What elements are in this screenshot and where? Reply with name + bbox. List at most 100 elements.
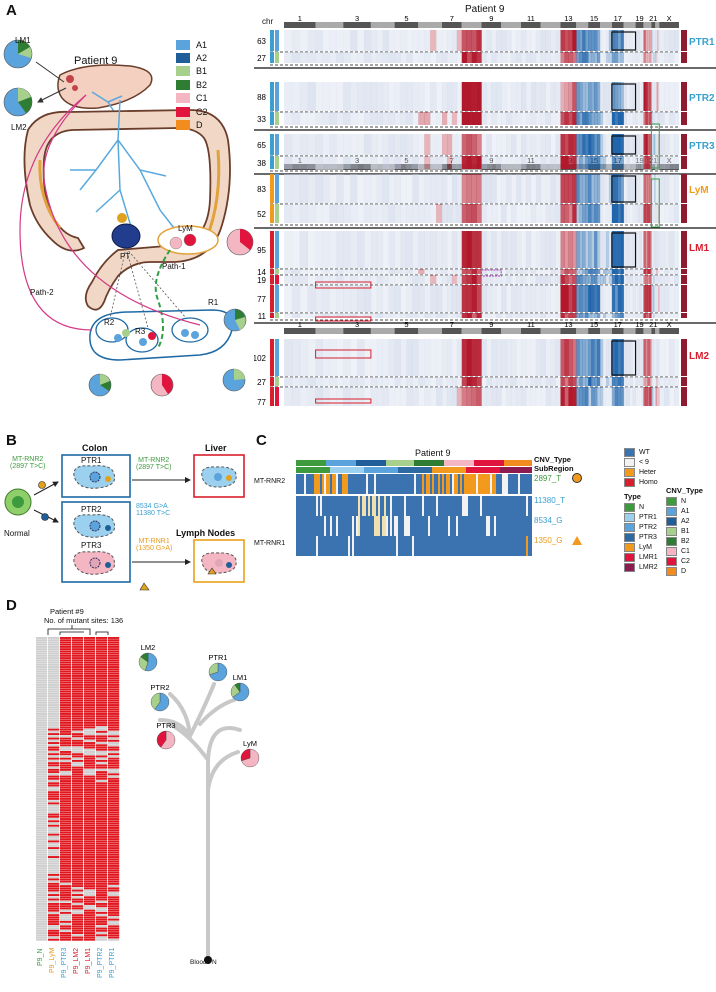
chromosome-tick-label: X: [667, 14, 672, 23]
chromosome-tick-label: 15: [590, 320, 598, 329]
chromosome-band: [623, 22, 636, 28]
right-bar: [681, 204, 687, 223]
legend-item: Homo: [624, 478, 658, 487]
tree-node-label: LyM: [243, 739, 257, 748]
subclone-bar: [275, 82, 279, 111]
cluster-count: 27: [257, 378, 266, 387]
block-name: LM1: [689, 243, 709, 254]
chromosome-band: [643, 328, 652, 334]
chromosome-band: [560, 22, 577, 28]
chromosome-tick-label: 21: [649, 320, 657, 329]
pie-r3: [150, 373, 174, 397]
chromosome-tick-label: 11: [527, 156, 535, 165]
chromosome-tick-label: 7: [450, 320, 454, 329]
chromosome-tick-label: 15: [590, 14, 598, 23]
legend-item: C2: [666, 557, 690, 566]
pie-slice: [240, 748, 251, 762]
panel-letter-b: B: [6, 432, 17, 449]
organ-liver: Liver: [205, 443, 227, 453]
legend-label: LMR2: [639, 564, 658, 571]
cluster-count: 95: [257, 246, 266, 255]
chromosome-band: [643, 22, 652, 28]
colon-shape: [23, 109, 231, 311]
panel-letter-a: A: [6, 2, 17, 19]
chromosome-tick-label: 17: [614, 320, 622, 329]
right-bar: [681, 285, 687, 312]
legend-item: WT: [624, 448, 650, 457]
legend-item: A1: [666, 507, 690, 516]
chromosome-band: [284, 164, 316, 170]
legend-swatch: [666, 537, 677, 546]
chromosome-band: [394, 328, 419, 334]
legend-label: B2: [681, 538, 690, 545]
chromosome-band: [576, 328, 589, 334]
legend-label: Homo: [639, 479, 658, 486]
chromosome-band: [370, 328, 395, 334]
d-subtitle: No. of mutant sites: 136: [44, 616, 124, 625]
mut-heatmap-title: Patient 9: [415, 448, 451, 458]
block-name: LM2: [689, 351, 709, 362]
chromosome-band: [655, 22, 660, 28]
pie-slice: [208, 662, 219, 676]
chromosome-band: [370, 22, 395, 28]
cluster-count: 14: [257, 268, 266, 277]
tree-node-label: PTR3: [156, 721, 175, 730]
legend-item: A2: [666, 517, 690, 526]
subclone-bar: [275, 339, 279, 376]
mutation-rnr2-right: MT-RNR2(2897 T>C): [136, 457, 172, 471]
chromosome-band: [576, 22, 589, 28]
right-bar: [681, 387, 687, 406]
legend-item: PTR1: [624, 513, 657, 522]
chromosome-band: [481, 22, 502, 28]
pie-slice: [150, 692, 161, 710]
legend-item: B1: [666, 527, 690, 536]
tree-node-label: PTR1: [208, 653, 227, 662]
subclone-bar: [275, 52, 279, 63]
legend-label: B2: [196, 79, 208, 90]
legend-swatch: [176, 39, 190, 50]
pie-lm1: [3, 39, 33, 69]
legend-label: C2: [681, 558, 690, 565]
pie-r1b: [222, 368, 246, 392]
chromosome-band: [521, 22, 541, 28]
chromosome-band: [394, 164, 419, 170]
heatmap-title: Patient 9: [465, 4, 505, 15]
site-label-lm1: LM1: [15, 36, 31, 45]
type-bar: [270, 313, 274, 318]
subclone-bar: [275, 285, 279, 312]
legend-swatch: [666, 507, 677, 516]
chromosome-tick-label: 21: [649, 14, 657, 23]
cluster-count: 63: [257, 37, 266, 46]
type-bar: [270, 275, 274, 284]
pie-lm2: [3, 87, 33, 117]
legend-item: < 9: [624, 458, 649, 467]
legend-item: PTR3: [624, 533, 657, 542]
legend-swatch: [176, 120, 190, 131]
chromosome-band: [600, 164, 612, 170]
block-name: LyM: [689, 185, 709, 196]
site-label-lym: LyM: [178, 224, 193, 233]
type-bar: [270, 285, 274, 312]
mutation-row-label: 11380_T: [534, 496, 565, 505]
type-bar: [270, 339, 274, 376]
chromosome-tick-label: 1: [298, 14, 302, 23]
tree-node-label: LM2: [141, 643, 156, 652]
column-label: P9_LM2: [73, 948, 80, 975]
legend-cnv-title: CNV_Type: [666, 486, 703, 495]
chromosome-band: [442, 22, 462, 28]
row-group-rnr2: MT-RNR2: [254, 478, 286, 485]
legend-item-c1: C1: [176, 92, 208, 105]
panel-letter-d: D: [6, 597, 17, 614]
type-bar: [270, 174, 274, 203]
subclone-bar: [275, 387, 279, 406]
triangle-marker-icon: [572, 536, 582, 545]
primary-tumor: [111, 223, 141, 249]
legend-swatch: [666, 557, 677, 566]
chromosome-band: [343, 328, 371, 334]
legend-label: PTR3: [639, 534, 657, 541]
legend-swatch: [624, 523, 635, 532]
chromosome-tick-label: 11: [527, 320, 535, 329]
subclone-bar: [275, 204, 279, 223]
legend-item-d: D: [176, 118, 208, 131]
right-bar: [681, 174, 687, 203]
